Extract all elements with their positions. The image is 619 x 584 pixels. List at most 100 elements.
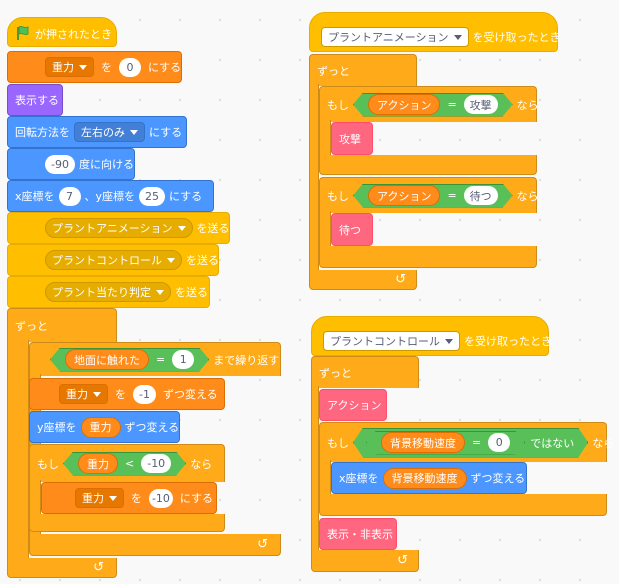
block-text: x座標を [15,190,55,203]
background-speed-reporter[interactable]: 背景移動速度 [382,467,467,489]
change-y-block[interactable]: y座標を 重力 ずつ変える [29,411,180,443]
value-input[interactable]: 0 [488,433,510,452]
repeat-bottom: ↺ [29,534,281,556]
set-gravity-block[interactable]: 重力 を 0 にする [7,51,182,83]
not-operator[interactable]: 背景移動速度 = 0 ではない [353,428,588,458]
block-text: ずつ変える [470,472,526,485]
dropdown-value: 左右のみ [81,126,125,139]
action-reporter[interactable]: アクション [368,94,440,115]
block-text: なら [516,98,539,112]
set-rotation-style-block[interactable]: 回転方法を 左右のみ にする [7,116,187,148]
if-block[interactable]: もし アクション = 攻撃 なら [319,86,539,122]
block-text: もし [327,436,349,450]
show-hide-block[interactable]: 表示・非表示 [319,518,397,550]
action-block[interactable]: アクション [319,389,387,421]
direction-input[interactable]: -90 [45,154,75,174]
variable-dropdown[interactable]: 重力 [45,57,94,77]
value-input[interactable]: 待つ [464,186,498,205]
dropdown-arrow-icon [167,257,175,263]
block-text: y座標を [37,421,77,434]
if-bottom [29,514,225,532]
rotation-dropdown[interactable]: 左右のみ [74,122,145,142]
block-text: もし [327,189,349,203]
set-gravity-block[interactable]: 重力 を -10 にする [41,482,217,514]
broadcast-block[interactable]: プラントコントロール を送る [7,244,219,276]
block-text: まで繰り返す [213,353,280,367]
if-block[interactable]: もし アクション = 待つ なら [319,177,539,213]
dropdown-arrow-icon [93,391,101,397]
value-input[interactable]: 1 [172,350,194,369]
dropdown-arrow-icon [156,289,164,295]
block-text: なら [516,189,539,203]
gravity-reporter[interactable]: 重力 [80,416,121,438]
value-input[interactable]: 攻撃 [464,95,498,114]
forever-bottom: ↺ [309,270,417,290]
message-dropdown[interactable]: プラントアニメーション [321,27,469,47]
value-input[interactable]: -1 [133,384,156,404]
wait-block[interactable]: 待つ [331,213,373,246]
value-input[interactable]: 0 [119,57,141,77]
point-direction-block[interactable]: -90 度に向ける [7,148,135,180]
block-text: を [131,492,142,505]
dropdown-arrow-icon [445,338,453,344]
forever-bottom: ↺ [7,558,117,578]
forever-block[interactable]: ずっと [309,54,417,86]
dropdown-arrow-icon [453,34,462,40]
message-dropdown[interactable]: プラントコントロール [323,331,460,351]
if-arm [29,480,41,518]
if-bottom [319,246,537,268]
message-dropdown[interactable]: プラントアニメーション [45,218,193,238]
value-input[interactable]: -10 [141,454,171,473]
block-text: を受け取ったとき [472,31,561,44]
broadcast-block[interactable]: プラント当たり判定 を送る [7,276,210,308]
loop-arrow-icon: ↺ [93,560,104,575]
broadcast-block[interactable]: プラントアニメーション を送る [7,212,230,244]
background-speed-reporter[interactable]: 背景移動速度 [381,432,465,453]
action-reporter[interactable]: アクション [368,185,440,206]
change-gravity-block[interactable]: 重力 を -1 ずつ変える [29,378,225,410]
block-text: ずつ変える [162,388,218,401]
goto-xy-block[interactable]: x座標を 7 、y座標を 25 にする [7,180,214,212]
forever-arm [311,386,319,556]
if-block[interactable]: もし 重力 < -10 なら [29,444,225,482]
show-block[interactable]: 表示する [7,84,63,116]
if-arm [319,120,331,160]
if-bottom [319,494,607,516]
operator-symbol: = [447,98,457,111]
equals-operator[interactable]: 地面に触れた = 1 [50,348,209,372]
dropdown-arrow-icon [177,225,186,231]
block-text: もし [37,457,59,471]
block-text: にする [148,61,182,74]
equals-operator[interactable]: アクション = 攻撃 [353,93,513,117]
message-dropdown[interactable]: プラント当たり判定 [45,282,171,302]
change-x-block[interactable]: x座標を 背景移動速度 ずつ変える [331,462,527,494]
block-text: もし [327,98,349,112]
green-flag-icon [15,25,31,44]
when-receive-hat-block[interactable]: プラントアニメーション を受け取ったとき [309,12,561,52]
equals-operator[interactable]: 背景移動速度 = 0 [366,431,525,455]
green-flag-hat-block[interactable]: が押されたとき [7,17,117,47]
operator-symbol: = [447,189,457,202]
forever-block[interactable]: ずっと [7,308,117,342]
repeat-until-block[interactable]: 地面に触れた = 1 まで繰り返す [29,342,281,376]
variable-dropdown[interactable]: 重力 [59,384,108,404]
block-text: 、y座標を [84,190,136,203]
equals-operator[interactable]: アクション = 待つ [353,184,513,208]
attack-block[interactable]: 攻撃 [331,122,373,155]
not-label: ではない [530,436,575,450]
message-dropdown[interactable]: プラントコントロール [45,250,182,270]
if-arm [319,460,331,500]
if-block[interactable]: もし 背景移動速度 = 0 ではない なら [319,422,614,462]
touching-ground-reporter[interactable]: 地面に触れた [65,349,149,370]
value-input[interactable]: -10 [149,488,173,508]
message-name: プラントコントロール [52,254,162,267]
x-input[interactable]: 7 [58,186,81,206]
when-receive-hat-block[interactable]: プラントコントロール を受け取ったとき [311,316,552,356]
variable-dropdown[interactable]: 重力 [75,488,124,508]
block-text: ずっと [319,366,352,380]
forever-block[interactable]: ずっと [311,356,419,388]
gravity-reporter[interactable]: 重力 [78,453,118,474]
less-than-operator[interactable]: 重力 < -10 [63,452,186,476]
block-text: 攻撃 [339,132,361,146]
y-input[interactable]: 25 [139,186,166,206]
